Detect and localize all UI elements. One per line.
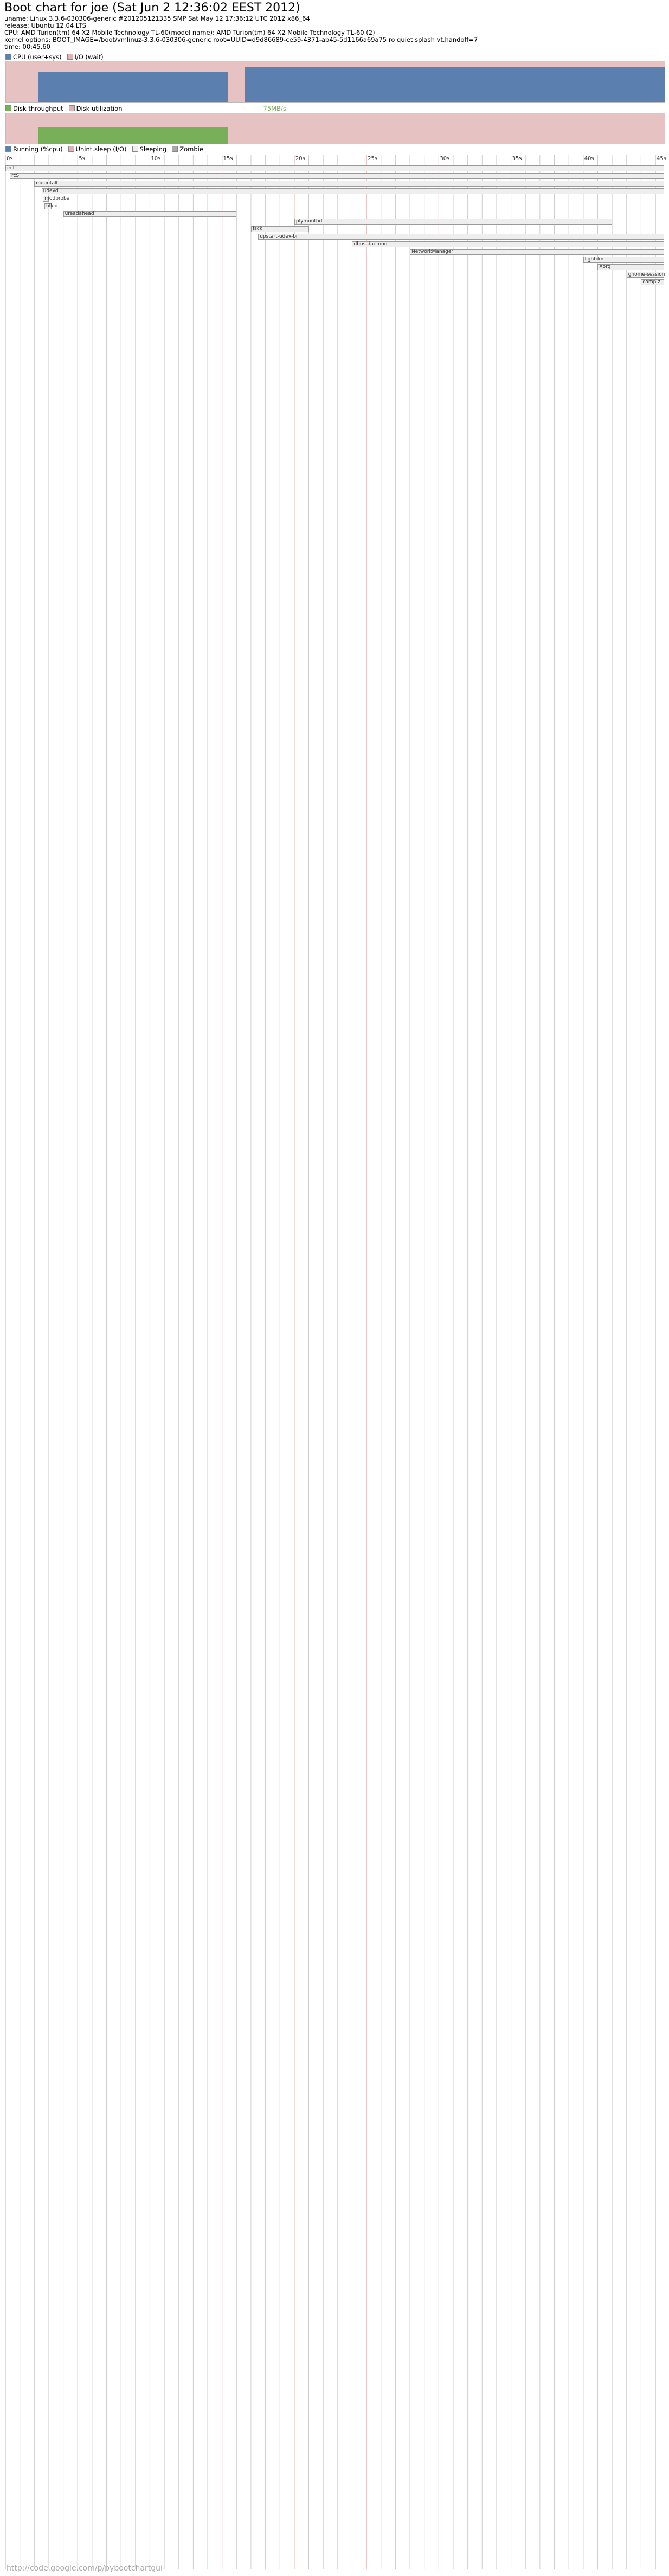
time-axis-label: 25s bbox=[368, 156, 377, 162]
kernel-options-line: kernel options: BOOT_IMAGE=/boot/vmlinuz… bbox=[4, 36, 478, 43]
footer-url: http://code.google.com/p/pybootchartgui bbox=[7, 2564, 163, 2573]
cpu-chart bbox=[5, 61, 665, 103]
time-axis-label: 10s bbox=[151, 156, 160, 162]
time-axis-label: 15s bbox=[223, 156, 233, 162]
time-axis-label: 20s bbox=[295, 156, 305, 162]
disk-throughput-legend-item: Disk throughput bbox=[5, 105, 63, 112]
zombie-swatch bbox=[172, 146, 178, 152]
legend-unint: Unint.sleep (I/O) bbox=[68, 145, 127, 153]
disk-utilization-legend-item: Disk utilization bbox=[68, 105, 123, 112]
process-label: blkid bbox=[46, 203, 58, 209]
process-label: lightdm bbox=[584, 257, 604, 262]
process-bar bbox=[63, 211, 237, 217]
disk-peak-label: 75MB/s bbox=[263, 105, 286, 112]
legend-sleeping: Sleeping bbox=[132, 145, 166, 153]
process-label: gnome-session bbox=[628, 272, 665, 277]
process-label: rcS bbox=[11, 173, 20, 178]
running-swatch bbox=[5, 146, 11, 152]
legend-running: Running (%cpu) bbox=[5, 145, 63, 153]
process-label: Xorg bbox=[599, 264, 611, 270]
disk-chart bbox=[5, 113, 665, 144]
unint-swatch bbox=[68, 146, 74, 152]
cpu-legend: CPU (user+sys) I/O (wait) bbox=[5, 53, 104, 61]
process-label: ureadahead bbox=[65, 211, 94, 216]
process-label: dbus-daemon bbox=[353, 241, 388, 247]
time-axis-label: 45s bbox=[657, 156, 666, 162]
process-label: fsck bbox=[252, 226, 262, 232]
process-bar bbox=[597, 264, 664, 270]
process-label: compiz bbox=[642, 279, 660, 285]
process-bar bbox=[41, 188, 664, 194]
io-swatch bbox=[67, 54, 73, 60]
process-bar bbox=[583, 257, 664, 263]
process-bar bbox=[352, 241, 664, 247]
process-bar bbox=[34, 181, 664, 187]
time-axis-label: 40s bbox=[584, 156, 594, 162]
time-axis-label: 0s bbox=[7, 156, 13, 162]
process-bar bbox=[5, 165, 664, 171]
header: Boot chart for joe (Sat Jun 2 12:36:02 E… bbox=[4, 0, 478, 50]
process-label: NetworkManager bbox=[411, 249, 454, 254]
uname-line: uname: Linux 3.3.6-030306-generic #20120… bbox=[4, 15, 310, 22]
release-line: release: Ubuntu 12.04 LTS bbox=[4, 22, 86, 29]
process-label: udevd bbox=[43, 188, 59, 194]
process-label: mountall bbox=[36, 181, 58, 186]
time-axis-label: 35s bbox=[512, 156, 522, 162]
process-bar bbox=[43, 196, 49, 202]
process-bar bbox=[294, 219, 613, 225]
process-bar bbox=[626, 272, 664, 278]
cpu-line: CPU: AMD Turion(tm) 64 X2 Mobile Technol… bbox=[4, 29, 375, 36]
process-label: modprobe bbox=[44, 196, 70, 201]
process-legend: Running (%cpu) Unint.sleep (I/O) Sleepin… bbox=[5, 145, 203, 153]
process-label: init bbox=[7, 165, 15, 171]
time-axis-label: 30s bbox=[440, 156, 449, 162]
page-title: Boot chart for joe (Sat Jun 2 12:36:02 E… bbox=[4, 1, 300, 15]
io-legend-item: I/O (wait) bbox=[67, 53, 104, 61]
cpu-legend-item: CPU (user+sys) bbox=[5, 53, 62, 61]
timeline-grid: 0s 5s 10s 15s 20s 25s 30s 35s 40s 45s bbox=[5, 155, 666, 2569]
process-bar bbox=[258, 234, 664, 240]
process-bar bbox=[9, 173, 664, 179]
sleeping-swatch bbox=[132, 146, 138, 152]
process-label: upstart-udev-br bbox=[260, 234, 298, 239]
time-line: time: 00:45.60 bbox=[4, 43, 50, 50]
time-axis-label: 5s bbox=[79, 156, 85, 162]
disk-utilization-swatch bbox=[68, 105, 75, 111]
disk-legend: Disk throughput Disk utilization 75MB/s bbox=[5, 105, 286, 112]
disk-throughput-swatch bbox=[5, 105, 11, 111]
legend-zombie: Zombie bbox=[172, 145, 203, 153]
process-bar bbox=[44, 203, 52, 209]
process-label: plymouthd bbox=[295, 219, 323, 224]
process-bar bbox=[250, 226, 309, 232]
cpu-swatch bbox=[5, 54, 11, 60]
process-timeline: 0s 5s 10s 15s 20s 25s 30s 35s 40s 45s init rcS moun… bbox=[5, 155, 666, 2569]
process-bar bbox=[641, 279, 664, 285]
disk-chart-svg bbox=[6, 113, 665, 144]
cpu-chart-svg bbox=[6, 61, 665, 102]
process-bar bbox=[410, 249, 664, 255]
